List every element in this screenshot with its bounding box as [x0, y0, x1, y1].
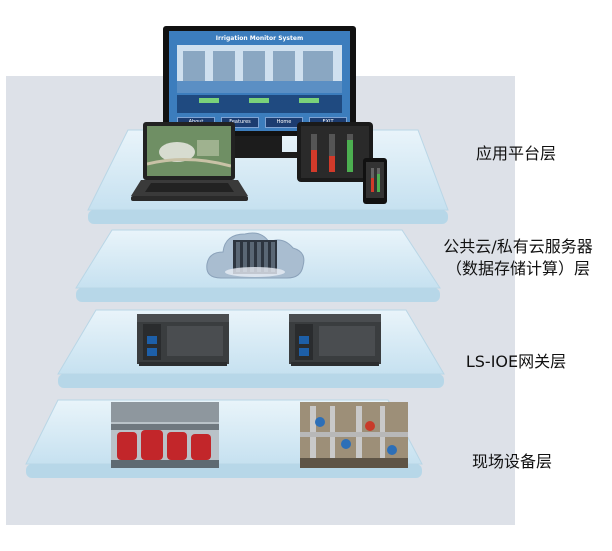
laptop-map-graphic [146, 126, 232, 176]
layer-label-cloud-line1: 公共云/私有云服务器 [443, 237, 593, 256]
tablet [297, 122, 373, 182]
monitor-title: Irrigation Monitor System [215, 35, 304, 42]
laptop [143, 122, 235, 180]
phone-gauge-graphic [366, 162, 384, 198]
field-equipment-photo-pipes [300, 402, 408, 468]
gateway-device-left [137, 314, 229, 366]
monitor-stand-base [214, 152, 300, 158]
monitor-screen: Irrigation Monitor System About Features… [169, 31, 350, 131]
tablet-gauge-graphic [301, 126, 369, 178]
layer-label-application: 应用平台层 [475, 144, 556, 163]
layer-label-cloud: 公共云/私有云服务器 （数据存储计算）层 [430, 236, 606, 280]
field-equipment-photo-pumps [111, 402, 219, 468]
gateway-device-right [289, 314, 381, 366]
phone-screen [366, 162, 384, 198]
layer-label-cloud-line2: （数据存储计算）层 [445, 259, 590, 278]
monitor-scada-graphic [169, 31, 350, 131]
cloud-server-icon [206, 232, 305, 279]
tablet-screen [301, 126, 369, 178]
monitor-stand [232, 136, 282, 154]
desktop-monitor: Irrigation Monitor System About Features… [163, 26, 356, 136]
layer-label-field: 现场设备层 [471, 452, 552, 471]
layer-label-gateway: LS-IOE网关层 [465, 352, 567, 371]
layer-plate-gateway [57, 309, 445, 388]
laptop-keyboard [131, 180, 248, 201]
smartphone [363, 158, 387, 204]
laptop-screen [146, 126, 232, 176]
